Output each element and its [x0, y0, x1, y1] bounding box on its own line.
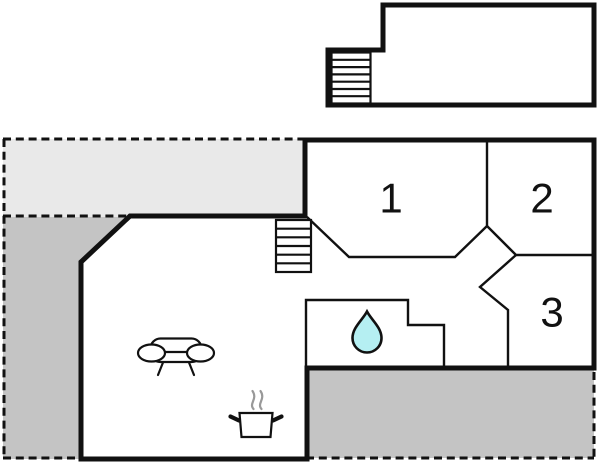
terrace-left	[3, 217, 130, 459]
steam-icon	[250, 389, 264, 411]
room-2-label: 2	[530, 175, 553, 222]
wall-room1-bottom	[306, 216, 488, 259]
upper-floor-outline	[325, 2, 597, 108]
room-3-label: 3	[540, 289, 563, 336]
wall-room3-left	[478, 254, 517, 368]
room-1-label: 1	[379, 175, 402, 222]
cooking-pot-icon	[228, 389, 284, 439]
upper-stairs-icon	[330, 51, 372, 105]
ground-floor: 1 2 3	[78, 137, 597, 462]
terrace-borders	[2, 137, 596, 460]
lower-stairs-icon	[274, 218, 313, 274]
terrace-bottom-right	[309, 369, 594, 458]
terrace-top	[3, 139, 306, 217]
interior-walls	[304, 140, 594, 368]
upper-floor	[325, 2, 597, 108]
sofa-icon	[136, 337, 216, 377]
water-drop-icon	[351, 308, 383, 354]
terraces	[3, 139, 594, 459]
wall-bathroom	[304, 298, 446, 368]
